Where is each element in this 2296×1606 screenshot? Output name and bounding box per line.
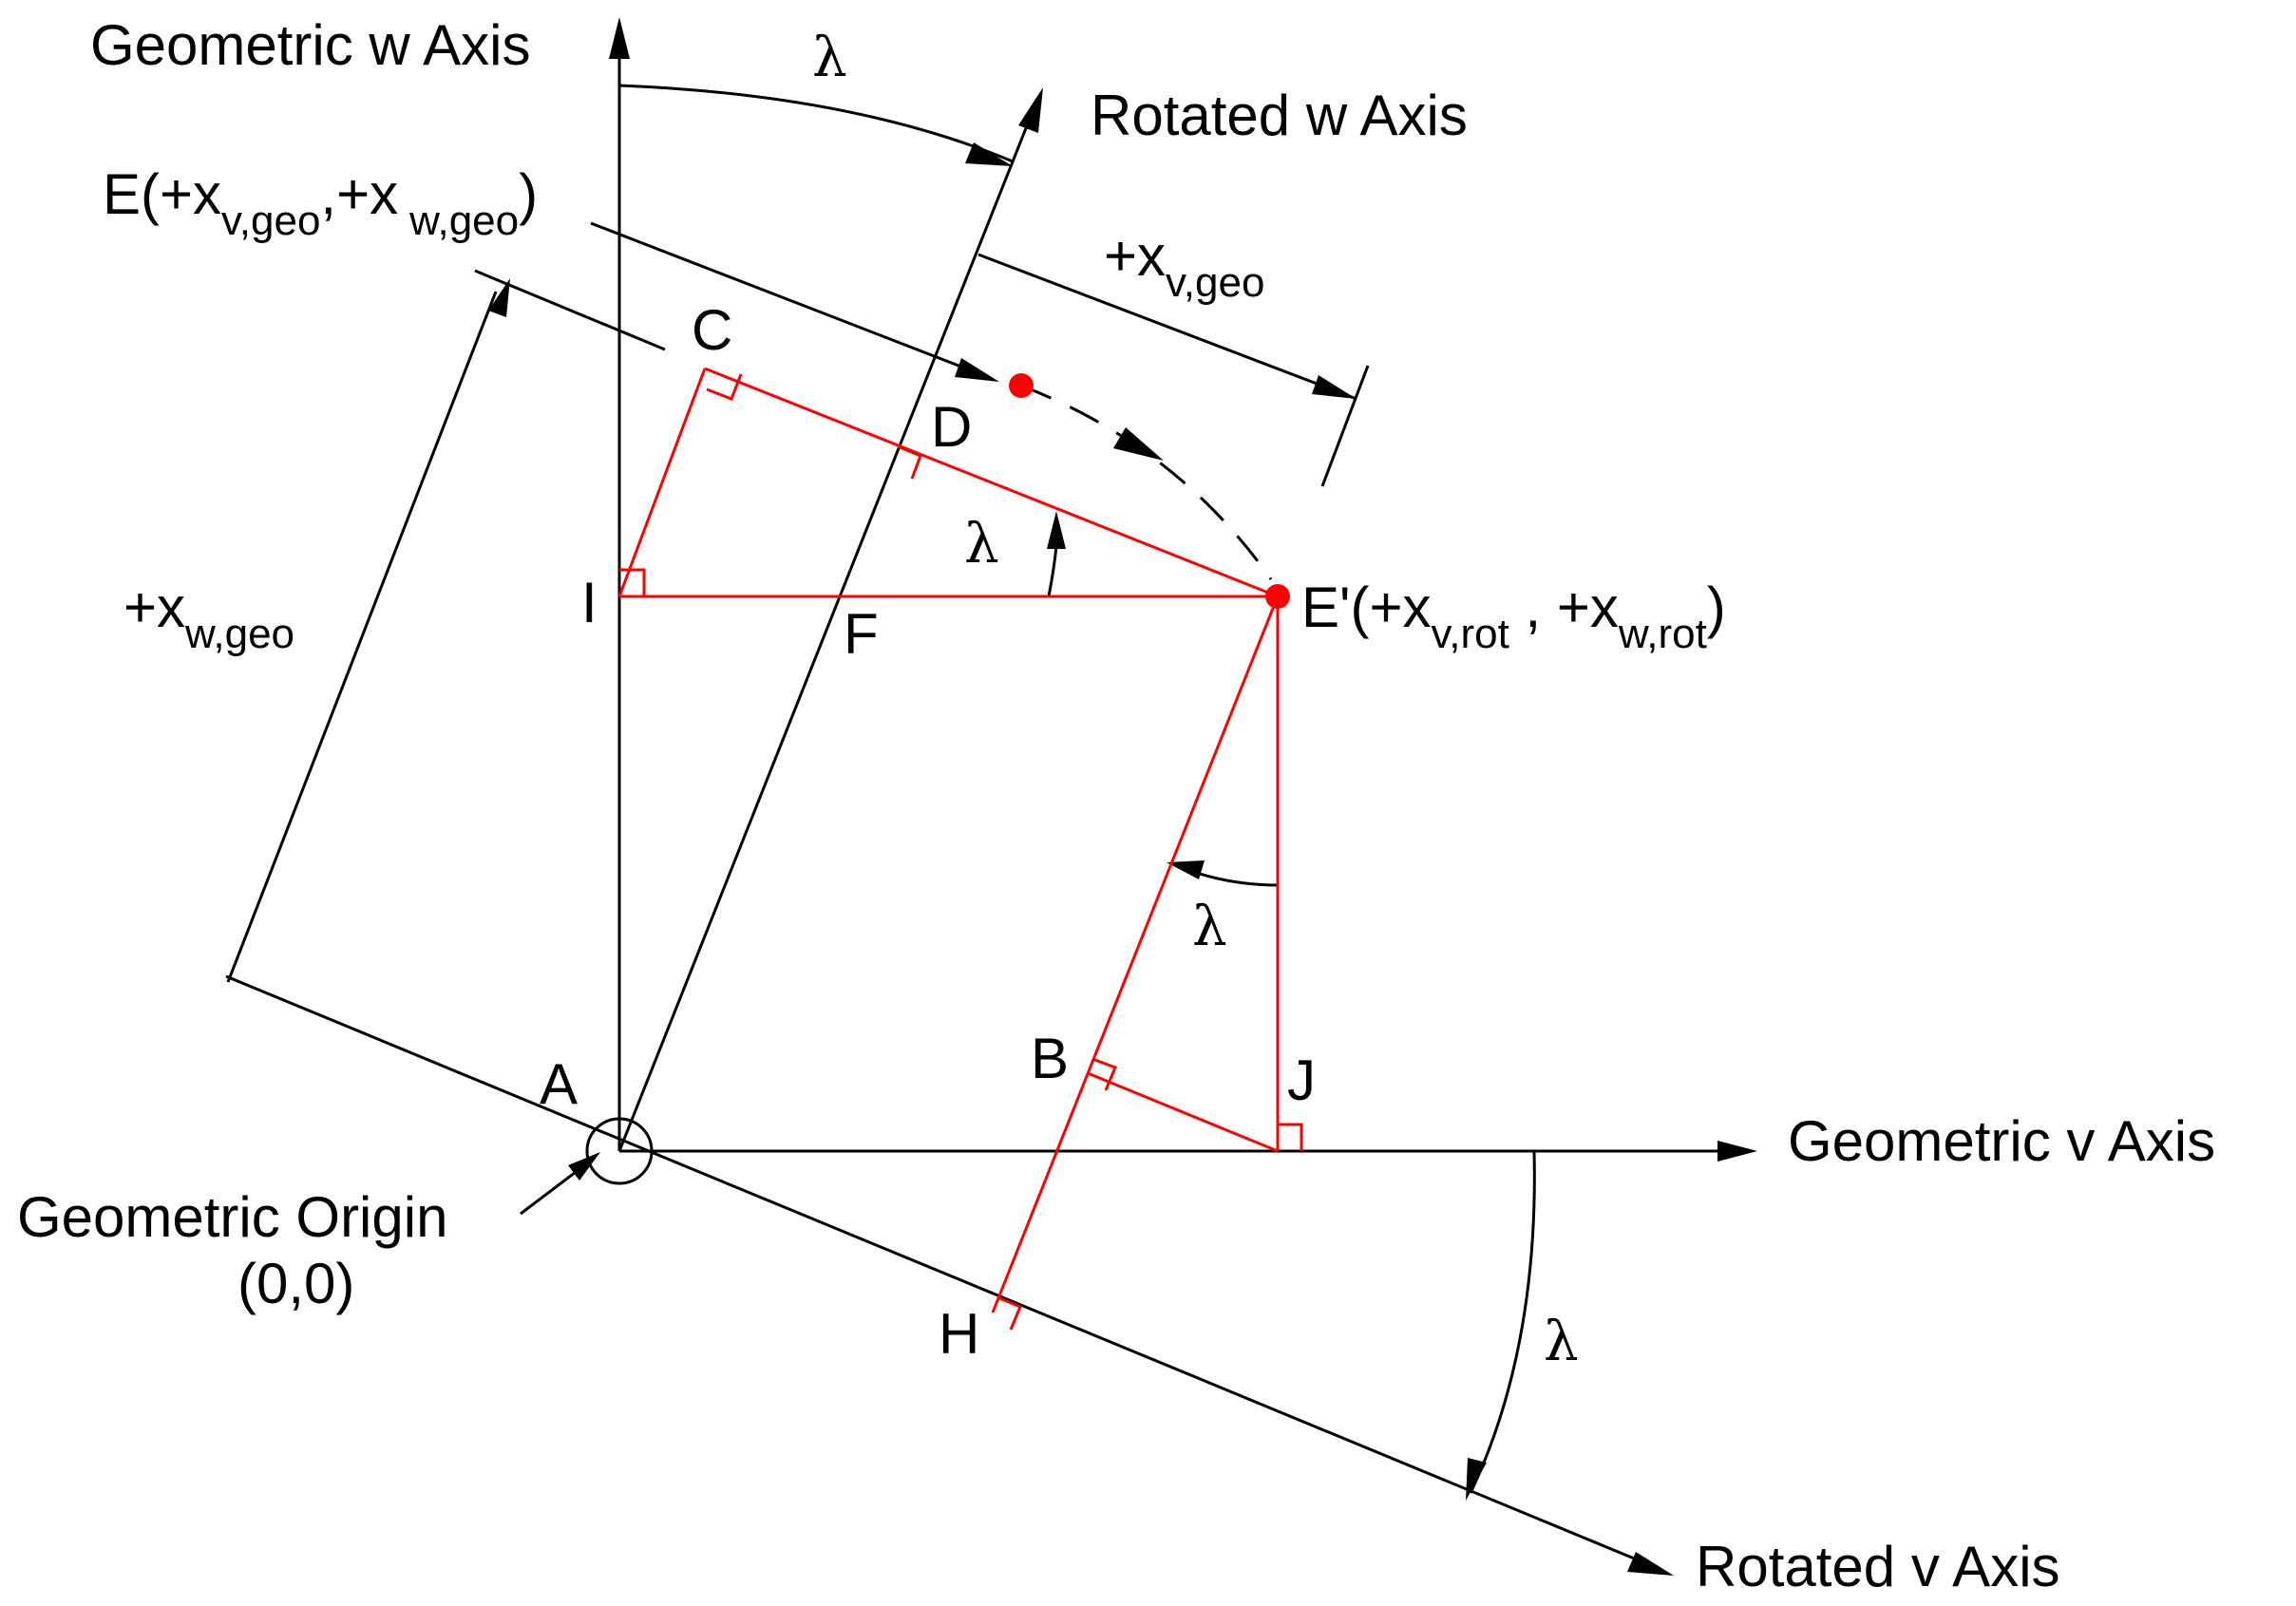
lambda-arc-J-arrow (1167, 860, 1205, 879)
label-geometric-w-axis: Geometric w Axis (90, 13, 530, 77)
lambda-arc-bottom (1469, 1150, 1536, 1494)
label-plus-x-w-geo: +xw,geo (123, 576, 294, 657)
point-E (1009, 373, 1034, 398)
label-plus-x-v-geo: +xv,geo (1104, 224, 1264, 306)
origin-leader-arrow (568, 1152, 600, 1181)
right-angle-B (1091, 1057, 1117, 1091)
lambda-arc-top (618, 84, 1014, 163)
label-lambda-E: λ (964, 511, 999, 576)
label-origin-line2: (0,0) (237, 1252, 354, 1315)
lambda-arc-top-arrow (965, 142, 1013, 166)
label-rotated-v-axis: Rotated v Axis (1696, 1535, 2060, 1598)
rotation-arc-arrow (1113, 427, 1164, 461)
dim-v-geo-extension (1320, 365, 1370, 487)
right-angle-C (706, 373, 743, 401)
rotated-v-axis (225, 974, 1644, 1564)
line-I-C (617, 368, 707, 597)
label-point-H: H (939, 1302, 979, 1366)
label-point-F: F (844, 602, 879, 666)
rotated-v-axis-arrow (1627, 1552, 1674, 1576)
dim-w-geo-line (226, 291, 498, 983)
lambda-arc-E-arrow (1047, 511, 1066, 549)
E-leader-line (590, 221, 984, 377)
dim-w-geo-arrow-top (488, 278, 510, 317)
E-leader-arrow (955, 358, 999, 382)
lambda-arc-bottom-arrow (1466, 1458, 1487, 1501)
line-C-Eprime (704, 367, 1279, 598)
label-lambda-bottom: λ (1544, 1309, 1579, 1373)
label-point-J: J (1287, 1049, 1316, 1112)
label-point-I: I (581, 571, 598, 634)
dim-v-geo-line (977, 253, 1357, 401)
rotated-w-axis-arrow (1018, 87, 1043, 133)
point-E-prime (1265, 584, 1290, 609)
label-origin-line1: Geometric Origin (17, 1185, 447, 1249)
line-J-B (1087, 1071, 1279, 1153)
label-lambda-J: λ (1192, 894, 1227, 958)
right-angle-J (1278, 1123, 1303, 1151)
origin-marker (585, 1117, 654, 1185)
line-Eprime-H (991, 595, 1280, 1313)
label-point-D: D (931, 395, 972, 459)
label-rotated-w-axis: Rotated w Axis (1091, 84, 1468, 147)
label-lambda-top: λ (812, 25, 847, 89)
label-E-prime: E'(+xv,rot , +xw,rot) (1301, 576, 1726, 657)
right-angle-H (996, 1295, 1022, 1331)
right-angle-I (619, 568, 646, 596)
label-point-C: C (692, 298, 732, 362)
geometric-v-axis-arrow (1717, 1141, 1757, 1162)
label-geometric-v-axis: Geometric v Axis (1788, 1109, 2215, 1173)
rotated-w-axis (617, 123, 1030, 1152)
right-angle-D (897, 444, 922, 480)
geometric-w-axis-arrow (609, 17, 630, 59)
dim-v-geo-arrow (1312, 375, 1357, 399)
label-point-B: B (1031, 1027, 1069, 1090)
rotation-arc (1020, 384, 1273, 580)
label-point-A: A (540, 1052, 578, 1116)
